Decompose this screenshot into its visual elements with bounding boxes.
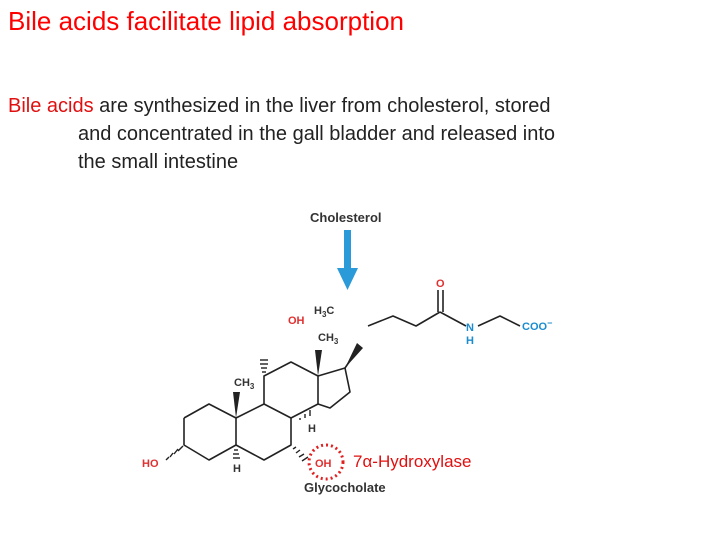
carboxylate-charge: − [547, 318, 552, 328]
cholesterol-label: Cholesterol [310, 210, 382, 225]
reaction-arrow [337, 230, 358, 290]
ho-group: HO [142, 458, 159, 470]
carboxylate-label: COO [522, 321, 548, 333]
hydroxylation-site-circle [307, 443, 345, 481]
carboxylate-group: COO− [522, 318, 552, 333]
amide-h: H [466, 335, 474, 347]
body-line-2: and concentrated in the gall bladder and… [78, 123, 556, 145]
h-label-right: H [308, 423, 316, 435]
enzyme-label: 7α-Hydroxylase [353, 452, 471, 471]
carbonyl-oxygen: O [436, 278, 445, 290]
methyl-c21: H3C [314, 305, 334, 319]
body-line-1-text: are synthesized in the liver from choles… [93, 95, 551, 117]
wedge-bonds [233, 343, 363, 418]
methyl-c18: CH3 [318, 332, 339, 346]
body-line-3: the small intestine [78, 151, 239, 173]
amide-n: N [466, 322, 474, 334]
slide-body: Bile acids are synthesized in the liver … [8, 92, 713, 176]
steroid-ring-bonds [183, 290, 521, 461]
stereo-bonds [165, 359, 311, 462]
h-label-left: H [233, 463, 241, 475]
glycocholate-label: Glycocholate [304, 480, 386, 495]
highlight-term: Bile acids [8, 95, 94, 117]
body-line-1: Bile acids are synthesized in the liver … [8, 92, 713, 120]
methyl-c19: CH3 [234, 377, 255, 391]
oh-group-top: OH [288, 315, 305, 327]
oh-group-bottom: OH [315, 458, 332, 470]
slide-title: Bile acids facilitate lipid absorption [8, 6, 404, 36]
